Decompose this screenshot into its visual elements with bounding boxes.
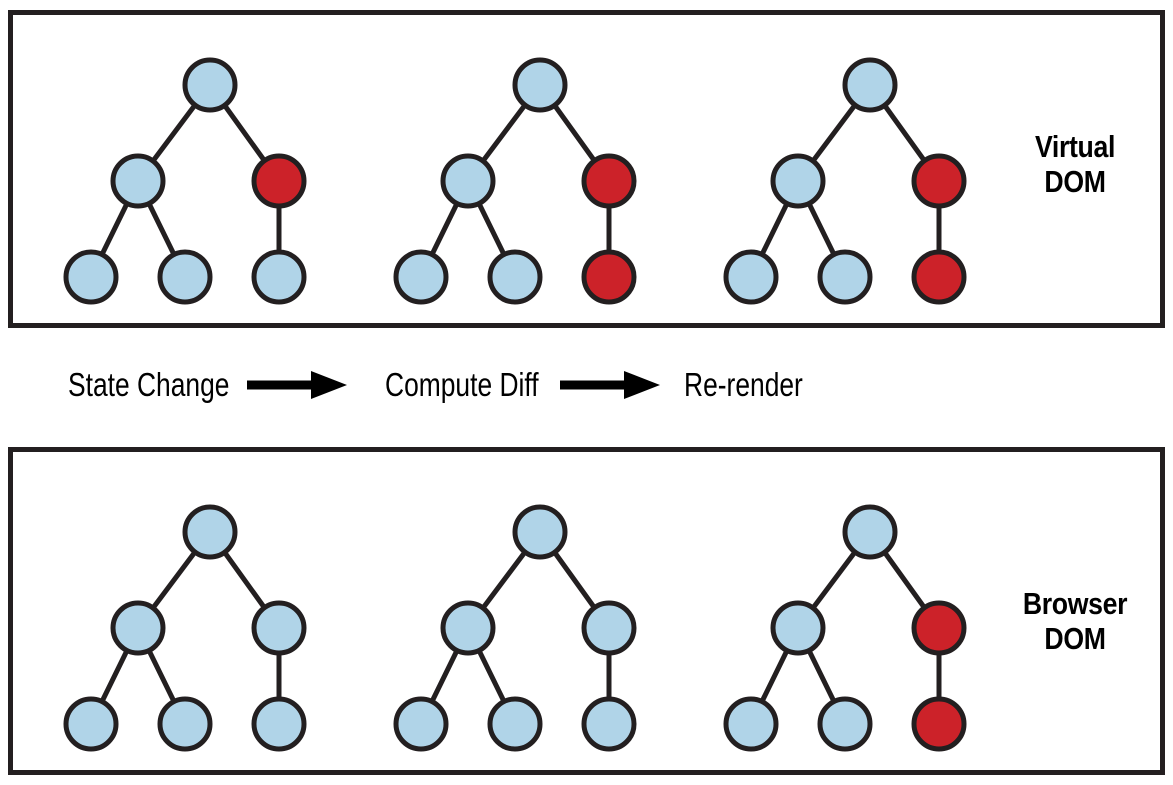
tree-node-changed — [581, 249, 637, 305]
tree-node — [817, 249, 873, 305]
tree-node — [182, 504, 238, 560]
tree-node — [512, 504, 568, 560]
tree-node — [63, 249, 119, 305]
tree-node — [842, 57, 898, 113]
flow-step-state-change: State Change — [68, 366, 230, 403]
browser-dom-panel — [8, 447, 1165, 775]
tree-node — [251, 600, 307, 656]
browser-tree-1 — [63, 504, 307, 752]
tree-node — [63, 696, 119, 752]
flow-row: State Change Compute Diff Re-render — [68, 344, 948, 426]
tree-node — [817, 696, 873, 752]
tree-node — [770, 153, 826, 209]
tree-node — [251, 249, 307, 305]
tree-node — [157, 696, 213, 752]
tree-node-changed — [911, 153, 967, 209]
tree-node — [440, 153, 496, 209]
browser-tree-2 — [393, 504, 637, 752]
virtual-dom-label-line1: Virtual — [1034, 129, 1116, 164]
browser-dom-tree-group — [63, 504, 967, 752]
flow-step-compute-diff: Compute Diff — [385, 366, 539, 403]
tree-node — [440, 600, 496, 656]
tree-node — [393, 696, 449, 752]
virtual-tree-3 — [723, 57, 967, 305]
tree-node — [487, 249, 543, 305]
tree-node-changed — [251, 153, 307, 209]
flow-step-re-render: Re-render — [684, 366, 803, 403]
tree-node — [393, 249, 449, 305]
virtual-dom-label: Virtual DOM — [1011, 129, 1140, 199]
tree-node — [251, 696, 307, 752]
flow-strip: State Change Compute Diff Re-render — [8, 344, 1165, 426]
tree-node — [512, 57, 568, 113]
virtual-dom-tree-group — [63, 57, 967, 305]
browser-dom-label-line1: Browser — [1022, 586, 1128, 621]
tree-node — [723, 249, 779, 305]
tree-node — [157, 249, 213, 305]
virtual-dom-panel — [8, 10, 1165, 328]
virtual-dom-label-line2: DOM — [1044, 163, 1106, 199]
tree-node — [110, 153, 166, 209]
tree-node — [110, 600, 166, 656]
tree-node — [487, 696, 543, 752]
tree-node — [842, 504, 898, 560]
tree-node-changed — [911, 696, 967, 752]
tree-node-changed — [581, 153, 637, 209]
tree-node-changed — [911, 249, 967, 305]
right-arrow-icon — [247, 371, 347, 399]
tree-node-changed — [911, 600, 967, 656]
browser-dom-label: Browser DOM — [1011, 586, 1140, 656]
virtual-tree-1 — [63, 57, 307, 305]
tree-node — [723, 696, 779, 752]
browser-tree-3 — [723, 504, 967, 752]
right-arrow-icon — [560, 371, 660, 399]
tree-node — [581, 600, 637, 656]
tree-node — [770, 600, 826, 656]
tree-node — [581, 696, 637, 752]
tree-node — [182, 57, 238, 113]
virtual-tree-2 — [393, 57, 637, 305]
browser-dom-label-line2: DOM — [1044, 620, 1106, 656]
